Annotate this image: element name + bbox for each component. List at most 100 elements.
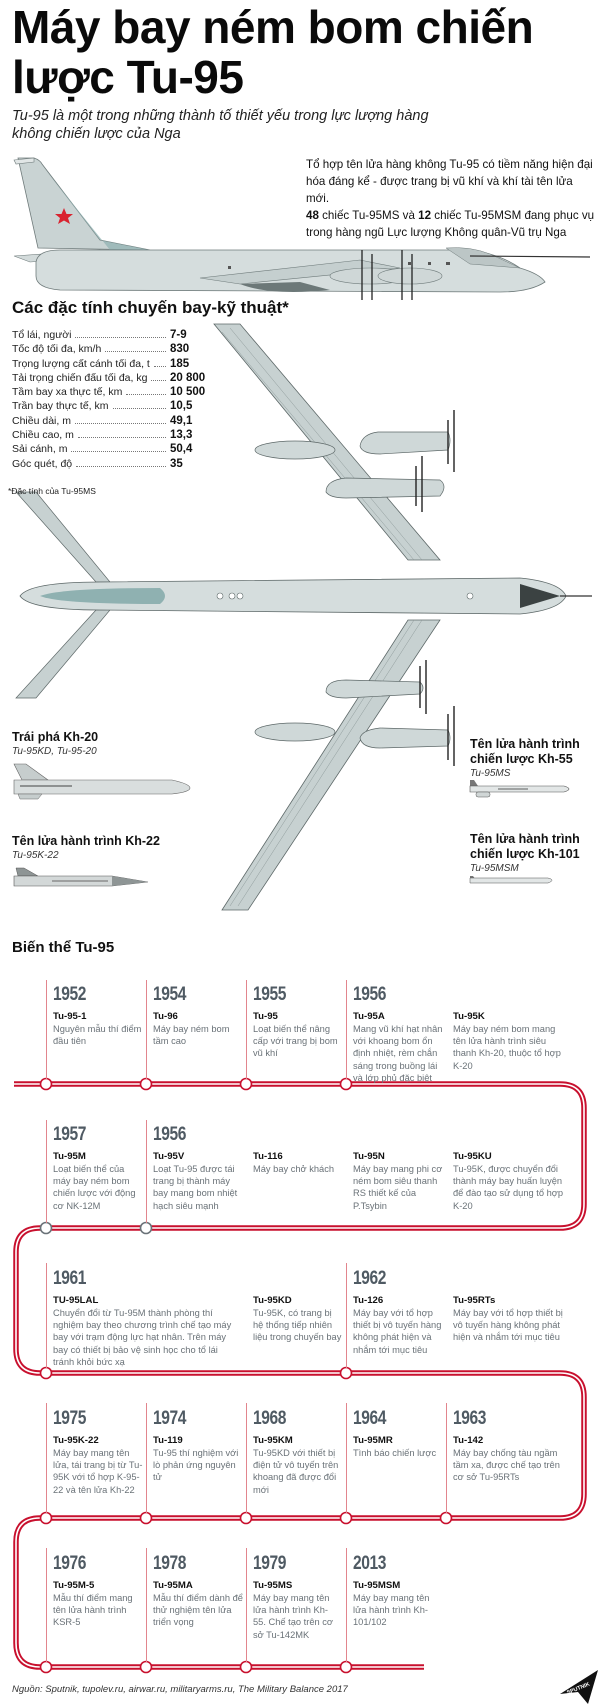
timeline-entry-tu116: Tu-116 Máy bay chở khách (253, 1124, 345, 1175)
weapon-kh55: Tên lửa hành trình chiến lược Kh-55 Tu-9… (470, 737, 600, 781)
entry-desc: Tu-95 thí nghiệm với lò phản ứng nguyên … (153, 1448, 239, 1483)
spec-row: Sải cánh, m 50,4 (12, 443, 212, 457)
weapon-carriers: Tu-95MSM (470, 863, 519, 874)
entry-desc: Máy bay mang tên lửa, tái trang bị từ Tu… (53, 1448, 143, 1495)
entry-model: Tu-95MA (153, 1580, 193, 1591)
dot-leader (126, 394, 166, 396)
timeline-entry-tu95ma: 1978 Tu-95MA Mẫu thí điểm dành để thử ng… (153, 1553, 243, 1629)
entry-year: 1952 (53, 984, 87, 1005)
entry-model: Tu-95V (153, 1151, 185, 1162)
connector-line (146, 1548, 147, 1662)
weapon-kh22: Tên lửa hành trình Kh-22 Tu-95K-22 (12, 834, 232, 863)
weapon-kh101: Tên lửa hành trình chiến lược Kh-101 Tu-… (470, 832, 600, 876)
timeline-entry-tu95kd: Tu-95KD Tu-95K, có trang bị hệ thống tiế… (253, 1268, 343, 1344)
spec-value: 50,4 (170, 443, 193, 456)
weapon-title: Tên lửa hành trình chiến lược Kh-101 (470, 832, 580, 861)
dot-leader (153, 365, 166, 367)
spec-label: Tốc độ tối đa, km/h (12, 343, 102, 356)
entry-desc: Mẫu thí điểm dành để thử nghiệm tên lửa … (153, 1593, 243, 1628)
sputnik-logo: SPUTNIK (560, 1670, 598, 1704)
dot-leader (151, 379, 166, 381)
timeline-entry-tu95m-5: 1976 Tu-95M-5 Mẫu thí điểm mang tên lửa … (53, 1553, 143, 1629)
entry-year: 1964 (353, 1408, 387, 1429)
timeline-entry-tu95lal: 1961 TU-95LAL Chuyển đổi từ Tu-95M thành… (53, 1268, 241, 1368)
entry-year: 1956 (153, 1124, 187, 1145)
entry-year: 1955 (253, 984, 287, 1005)
timeline-entry-tu95km: 1968 Tu-95KM Tu-95KD với thiết bị điện t… (253, 1408, 343, 1496)
entry-year: 1978 (153, 1553, 187, 1574)
entry-year: 1979 (253, 1553, 287, 1574)
entry-year: 1968 (253, 1408, 287, 1429)
connector-line (346, 1263, 347, 1368)
spec-label: Sải cánh, m (12, 443, 68, 456)
timeline-entry-tu95: 1955 Tu-95 Loạt biến thể nâng cấp với tr… (253, 984, 343, 1060)
entry-model: Tu-95KM (253, 1435, 293, 1446)
entry-year (453, 1268, 543, 1292)
intro-text-msm: chiếc Tu-95MSM đang phục vụ trong hàng n… (306, 209, 595, 239)
connector-line (146, 980, 147, 1079)
entry-model: Tu-95K (453, 1011, 485, 1022)
timeline-entry-tu142: 1963 Tu-142 Máy bay chống tàu ngầm tầm x… (453, 1408, 568, 1484)
kh55-missile-illustration (469, 780, 570, 798)
spec-value: 13,3 (170, 429, 193, 442)
entry-year: 2013 (353, 1553, 387, 1574)
weapon-title: Tên lửa hành trình chiến lược Kh-55 (470, 737, 580, 766)
connector-line (246, 980, 247, 1079)
entry-desc: Tu-95K, có trang bị hệ thống tiếp nhiên … (253, 1308, 342, 1343)
timeline-entry-tu95a: 1956 Tu-95A Mang vũ khí hạt nhân với kho… (353, 984, 445, 1084)
dot-leader (71, 451, 166, 453)
kh101-missile-illustration (469, 876, 553, 884)
count-tu95msm: 12 (418, 209, 432, 222)
entry-desc: Loạt biến thể nâng cấp với trang bị bom … (253, 1024, 338, 1059)
count-tu95ms: 48 (306, 209, 319, 222)
entry-model: Tu-95M-5 (53, 1580, 95, 1591)
dot-leader (105, 351, 166, 353)
entry-model: Tu-95N (353, 1151, 385, 1162)
entry-year (353, 1124, 427, 1148)
entry-model: Tu-119 (153, 1435, 183, 1446)
spec-label: Trọng lượng cất cánh tối đa, t (12, 357, 150, 370)
spec-label: Góc quét, độ (12, 457, 73, 470)
entry-year: 1976 (53, 1553, 87, 1574)
timeline-entry-tu95-1: 1952 Tu-95-1 Nguyên mẫu thí điểm đầu tiê… (53, 984, 143, 1047)
entry-desc: Loạt Tu-95 được tái trang bị thành máy b… (153, 1164, 238, 1211)
intro-text: Tổ hợp tên lửa hàng không Tu-95 có tiềm … (306, 158, 593, 205)
spec-label: Tầm bay xa thực tế, km (12, 386, 123, 399)
connector-line (146, 1120, 147, 1223)
entry-model: Tu-95-1 (53, 1011, 87, 1022)
page-subtitle: Tu-95 là một trong những thành tố thiết … (12, 108, 429, 142)
entry-year (453, 1124, 547, 1148)
entry-year: 1962 (353, 1268, 387, 1289)
spec-value: 10,5 (170, 400, 193, 413)
timeline-entry-tu95n: Tu-95N Máy bay mang phi cơ ném bom siêu … (353, 1124, 443, 1212)
entry-model: Tu-95MS (253, 1580, 293, 1591)
timeline-entry-tu95ms: 1979 Tu-95MS Máy bay mang tên lửa hành t… (253, 1553, 333, 1641)
spec-label: Tổ lái, người (12, 329, 72, 341)
entry-model: Tu-142 (453, 1435, 484, 1446)
specs-footnote: *Đặc tính của Tu-95MS (8, 486, 96, 496)
entry-desc: Máy bay chống tàu ngầm tầm xa, được chế … (453, 1448, 560, 1483)
entry-year (453, 984, 547, 1008)
entry-model: Tu-95MSM (353, 1580, 401, 1591)
connector-line (446, 1403, 447, 1513)
intro-paragraph: Tổ hợp tên lửa hàng không Tu-95 có tiềm … (306, 156, 596, 241)
weapon-carriers: Tu-95MS (470, 768, 511, 779)
spec-value: 10 500 (170, 386, 206, 399)
connector-line (46, 1548, 47, 1662)
entry-year (253, 1124, 328, 1148)
entry-model: Tu-95A (353, 1011, 385, 1022)
entry-model: TU-95LAL (53, 1295, 99, 1306)
spec-value: 830 (170, 343, 190, 356)
entry-year: 1963 (453, 1408, 487, 1429)
weapon-carriers: Tu-95KD, Tu-95-20 (12, 746, 97, 757)
timeline-heading: Biến thể Tu-95 (12, 939, 115, 956)
connector-line (246, 1403, 247, 1513)
entry-desc: Máy bay ném bom tầm cao (153, 1024, 230, 1047)
timeline-entry-tu96: 1954 Tu-96 Máy bay ném bom tầm cao (153, 984, 243, 1047)
entry-year: 1956 (353, 984, 387, 1005)
entry-year: 1974 (153, 1408, 187, 1429)
red-star-icon (55, 208, 73, 224)
